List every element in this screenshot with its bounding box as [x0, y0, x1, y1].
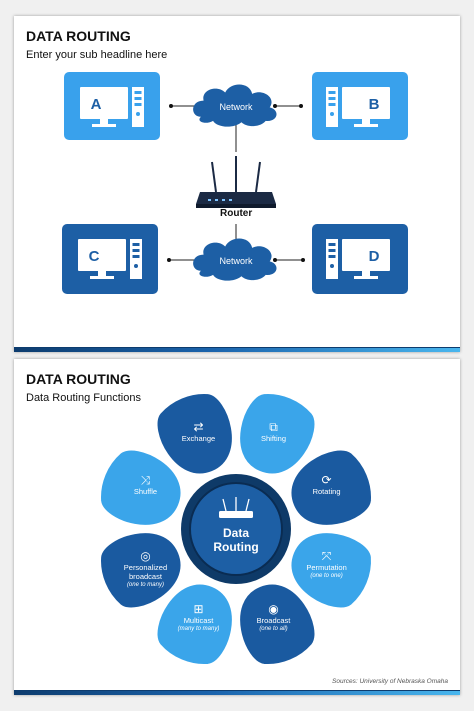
petal-title: Rotating [312, 487, 341, 497]
petal-shape [99, 531, 182, 609]
petal-label: ◎Personalized broadcast(one to many) [111, 549, 179, 590]
slide-title: DATA ROUTING [26, 28, 131, 44]
personalized-broadcast-icon: ◎ [140, 548, 151, 563]
petal-note: (one to all) [259, 625, 288, 632]
broadcast-icon: ◉ [268, 601, 279, 616]
petal-shifting [238, 392, 316, 475]
footer-bar [14, 691, 460, 695]
petal-note: (one to many) [126, 581, 164, 588]
network-bottom-label: Network [219, 256, 253, 266]
multicast-icon: ⊞ [193, 601, 204, 616]
petal-title: Permutation [306, 562, 347, 572]
petal-label: ⧉Shifting [240, 420, 308, 443]
center-inner-disc [189, 482, 283, 576]
slide-subtitle: Data Routing Functions [26, 392, 141, 404]
slide-routing-functions: DATA ROUTING Data Routing Functions Data… [14, 359, 460, 695]
petal-title: Shuffle [133, 487, 158, 497]
center-label: Data Routing [196, 526, 276, 554]
slide-title: DATA ROUTING [26, 371, 131, 387]
petal-broadcast [238, 583, 316, 666]
petal-label: ⤨Shuffle [111, 473, 179, 496]
footer-bar [14, 348, 460, 352]
petal-title: Shifting [260, 434, 287, 444]
computer-d-letter: D [369, 248, 380, 265]
petal-shape [290, 449, 373, 527]
petal-shape [238, 583, 316, 666]
network-diagram: A B C D [62, 72, 408, 294]
petal-multicast [156, 583, 234, 666]
petal-permutation [290, 531, 373, 609]
petal-personalized-broadcast [99, 531, 182, 609]
permutation-icon: ⤧ [321, 548, 332, 563]
computer-c-letter: C [89, 248, 100, 265]
rotating-icon: ⟳ [321, 473, 332, 488]
center-router-icon [219, 497, 253, 518]
petal-rotating [290, 449, 373, 527]
petal-label: ⟳Rotating [293, 473, 361, 496]
footer-line [14, 347, 460, 348]
source-note: Sources: University of Nebraska Omaha [332, 678, 448, 685]
slide-subtitle: Enter your sub headline here [26, 49, 168, 61]
petal-label: ⊞Multicast(many to many) [164, 602, 232, 634]
center-label-line2: Routing [213, 540, 259, 554]
petal-shape [99, 449, 182, 527]
petal-shape [156, 392, 234, 475]
computer-a-letter: A [91, 96, 102, 113]
petal-label: ⇄Exchange [164, 420, 232, 443]
footer-line [14, 690, 460, 691]
petal-note: (one to one) [310, 572, 343, 579]
petal-label: ⤧Permutation(one to one) [293, 549, 361, 581]
shuffle-icon: ⤨ [140, 473, 151, 488]
shifting-icon: ⧉ [269, 420, 278, 435]
petal-shape [238, 392, 316, 475]
exchange-icon: ⇄ [193, 420, 204, 435]
routing-functions-diagram [99, 392, 373, 666]
petal-title: Personalized broadcast [123, 562, 168, 581]
petal-note: (many to many) [177, 625, 220, 632]
petal-shape [290, 531, 373, 609]
slide-network-diagram: DATA ROUTING Enter your sub headline her… [14, 16, 460, 352]
network-top-label: Network [219, 102, 253, 112]
center-label-line1: Data [222, 526, 249, 540]
petal-exchange [156, 392, 234, 475]
petal-title: Exchange [181, 434, 216, 444]
router-icon [196, 156, 276, 208]
petal-label: ◉Broadcast(one to all) [240, 602, 308, 634]
petal-title: Broadcast [256, 615, 291, 625]
petal-title: Multicast [183, 615, 214, 625]
router-label: Router [220, 208, 253, 219]
computer-b-letter: B [369, 96, 380, 113]
petal-shape [156, 583, 234, 666]
petal-shuffle [99, 449, 182, 527]
